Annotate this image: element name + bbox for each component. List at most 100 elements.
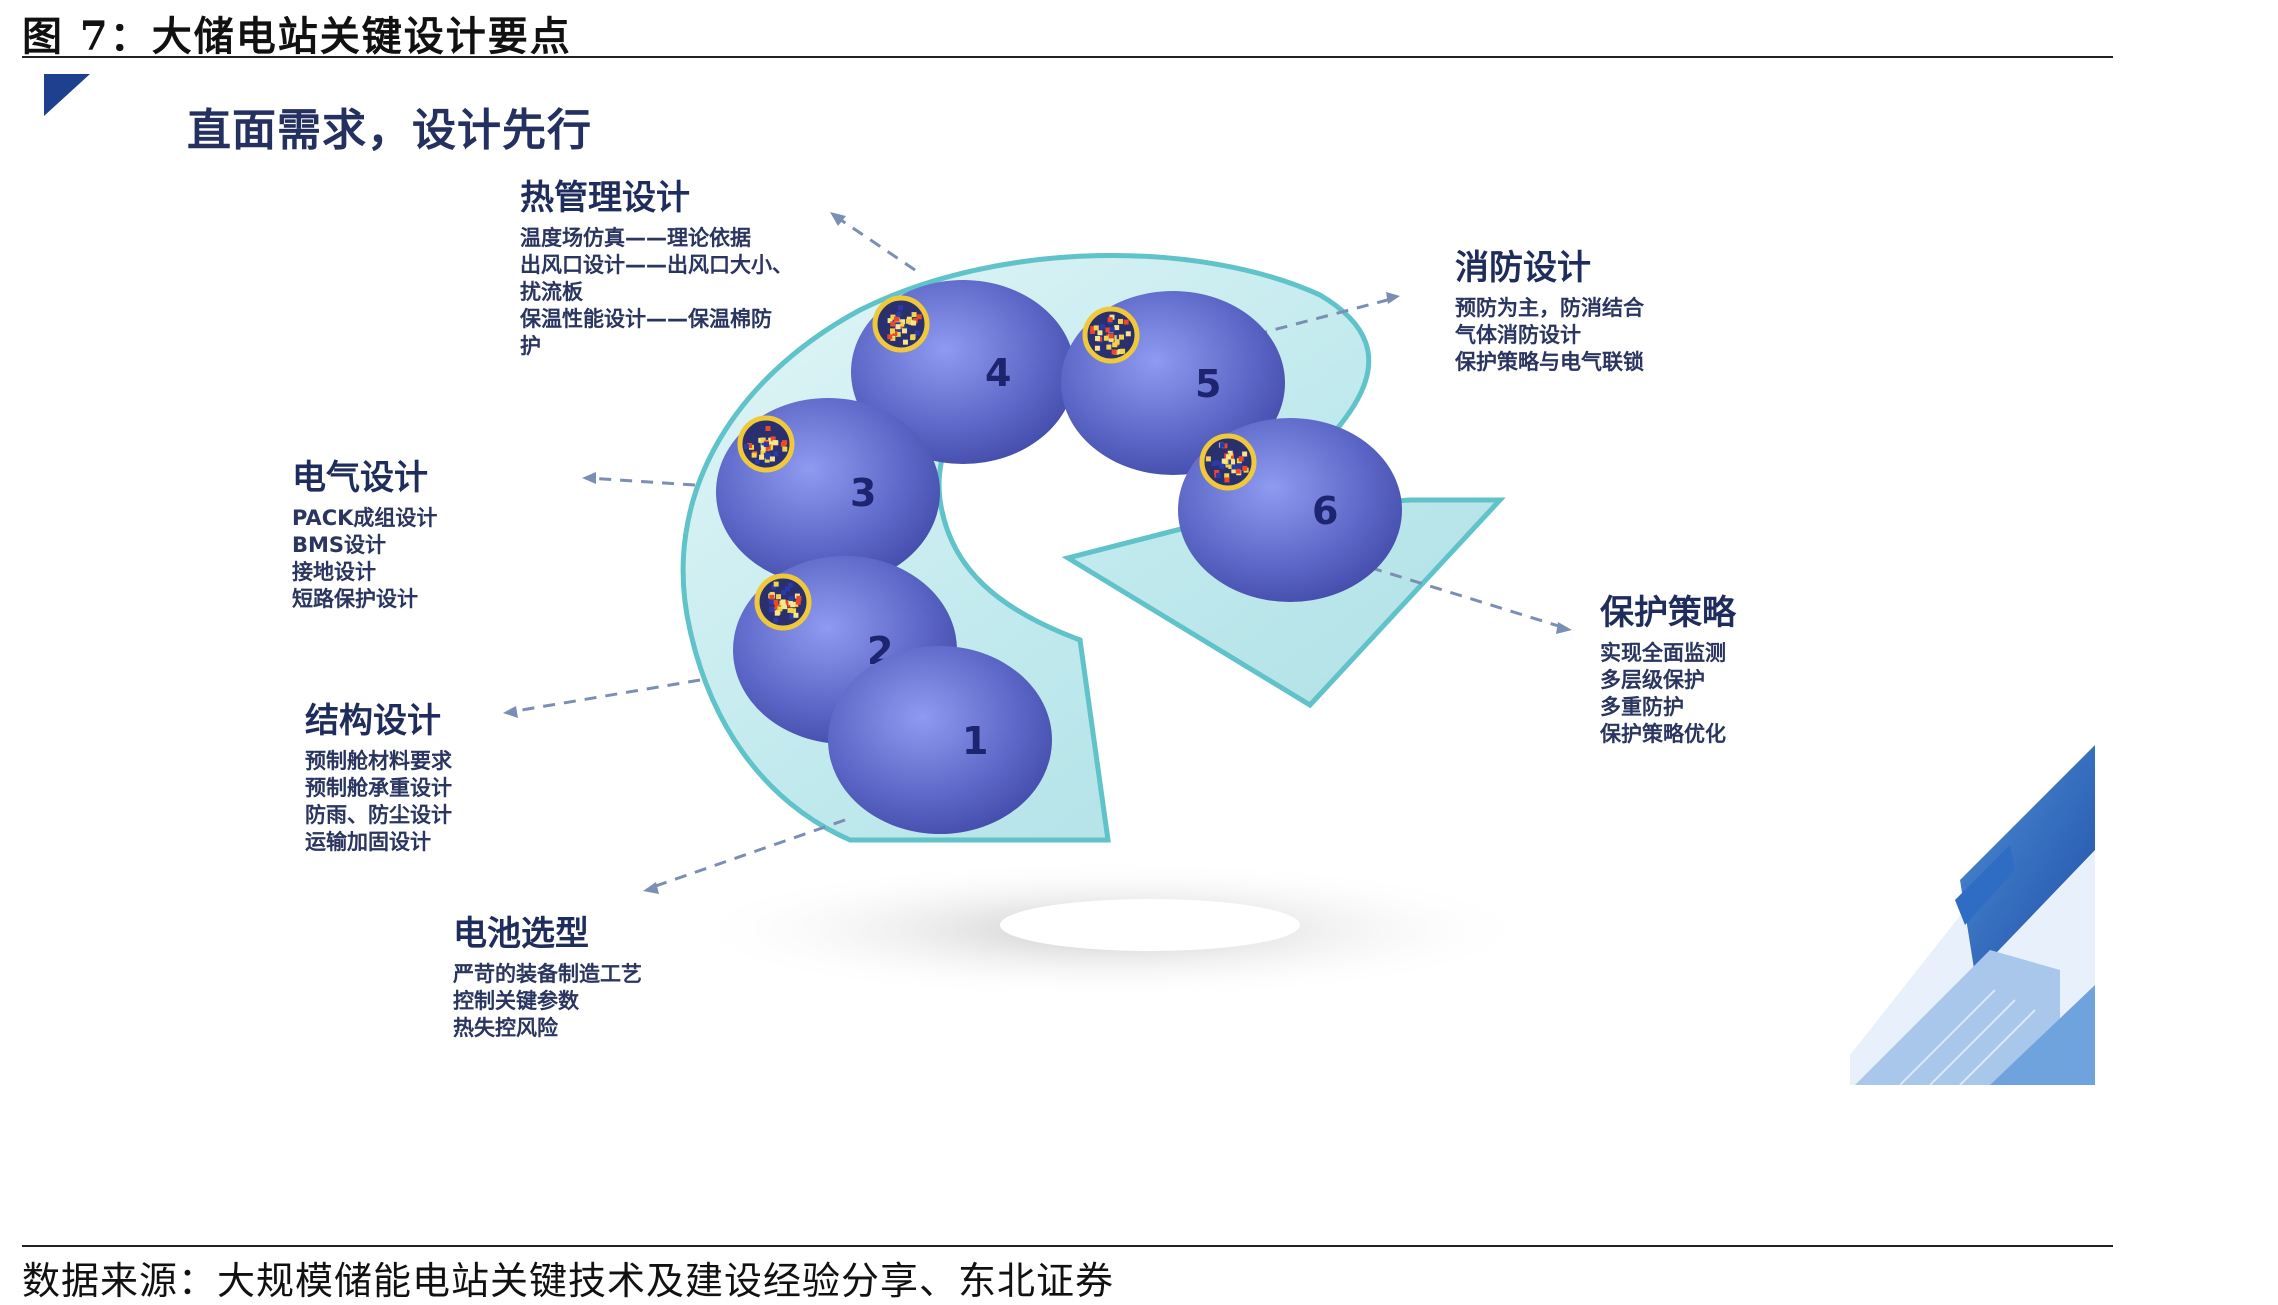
block-thermal: 热管理设计 温度场仿真——理论依据 出风口设计——出风口大小、 扰流板 保温性能… (520, 170, 793, 360)
texture-dot (755, 459, 760, 464)
texture-dot (896, 324, 901, 329)
block-electrical: 电气设计 PACK成组设计 BMS设计 接地设计 短路保护设计 (292, 450, 437, 613)
block-line: 实现全面监测 (1600, 640, 1736, 667)
texture-dot (896, 312, 901, 317)
texture-dot (1095, 336, 1100, 341)
texture-dot (1114, 325, 1119, 330)
block-line: 扰流板 (520, 279, 793, 306)
sphere-number: 4 (985, 351, 1011, 395)
texture-dot (1105, 327, 1110, 332)
block-line: 温度场仿真——理论依据 (520, 225, 793, 252)
block-line: 气体消防设计 (1455, 322, 1644, 349)
block-line: 多重防护 (1600, 694, 1736, 721)
sphere-number: 3 (850, 471, 876, 515)
texture-dot (1095, 346, 1100, 351)
texture-dot (766, 426, 771, 431)
block-line: BMS设计 (292, 532, 437, 559)
sphere-body (828, 646, 1052, 834)
texture-dot (790, 602, 795, 607)
texture-dot (1109, 333, 1114, 338)
texture-dot (902, 328, 907, 333)
texture-dot (781, 603, 786, 608)
texture-dot (887, 334, 892, 339)
block-line: 热失控风险 (453, 1015, 642, 1042)
texture-dot (1206, 456, 1211, 461)
texture-dot (769, 595, 774, 600)
building-decoration (1850, 745, 2095, 1085)
texture-dot (1126, 331, 1131, 336)
block-line: 保温性能设计——保温棉防 (520, 306, 793, 333)
block-line: 预制舱承重设计 (305, 775, 452, 802)
texture-dot (1094, 325, 1099, 330)
texture-dot (903, 340, 908, 345)
block-line: 保护策略优化 (1600, 721, 1736, 748)
texture-dot (774, 451, 779, 456)
texture-dot (789, 596, 794, 601)
texture-dot (775, 611, 780, 616)
texture-dot (1120, 349, 1125, 354)
texture-dot (1106, 345, 1111, 350)
texture-dot (898, 305, 903, 310)
texture-dot (1118, 319, 1123, 324)
texture-dot (1119, 335, 1124, 340)
texture-dot (788, 583, 793, 588)
texture-dot (906, 319, 911, 324)
texture-dot (770, 456, 775, 461)
texture-dot (773, 618, 778, 623)
texture-dot (744, 444, 749, 449)
block-line: 运输加固设计 (305, 829, 452, 856)
texture-dot (1216, 473, 1221, 478)
texture-dot (1224, 477, 1229, 482)
texture-dot (1220, 443, 1225, 448)
texture-dot (774, 582, 779, 587)
texture-dot (759, 455, 764, 460)
block-structure: 结构设计 预制舱材料要求 预制舱承重设计 防雨、防尘设计 运输加固设计 (305, 693, 452, 856)
block-title: 电气设计 (292, 450, 437, 499)
texture-dot (793, 613, 798, 618)
block-title: 保护策略 (1600, 585, 1736, 634)
block-line: 保护策略与电气联锁 (1455, 349, 1644, 376)
texture-dot (782, 440, 787, 445)
block-protection: 保护策略 实现全面监测 多层级保护 多重防护 保护策略优化 (1600, 585, 1736, 748)
block-battery: 电池选型 严苛的装备制造工艺 控制关键参数 热失控风险 (453, 906, 642, 1042)
texture-dot (1236, 463, 1241, 468)
block-line: 出风口设计——出风口大小、 (520, 252, 793, 279)
texture-dot (1222, 459, 1227, 464)
texture-dot (1100, 324, 1105, 329)
texture-dot (782, 447, 787, 452)
texture-dot (769, 599, 774, 604)
texture-dot (890, 328, 895, 333)
texture-dot (1239, 456, 1244, 461)
texture-dot (772, 440, 777, 445)
texture-dot (890, 321, 895, 326)
bottom-rule (22, 1245, 2113, 1247)
block-line: 严苛的装备制造工艺 (453, 961, 642, 988)
block-line: 多层级保护 (1600, 667, 1736, 694)
block-title: 结构设计 (305, 693, 452, 742)
sphere-1: 1 (828, 646, 1052, 834)
block-title: 消防设计 (1455, 240, 1644, 289)
block-line: 防雨、防尘设计 (305, 802, 452, 829)
block-line: 护 (520, 333, 793, 360)
texture-dot (769, 607, 774, 612)
texture-dot (766, 455, 771, 460)
sphere-6: 6 (1178, 418, 1402, 602)
texture-dot (1110, 327, 1115, 332)
block-title: 电池选型 (453, 906, 642, 955)
source-note: 数据来源：大规模储能电站关键技术及建设经验分享、东北证券 (22, 1250, 1114, 1305)
texture-dot (1226, 454, 1231, 459)
block-line: 短路保护设计 (292, 586, 437, 613)
texture-dot (912, 312, 917, 317)
texture-dot (787, 608, 792, 613)
block-fire: 消防设计 预防为主，防消结合 气体消防设计 保护策略与电气联锁 (1455, 240, 1644, 376)
texture-dot (894, 317, 899, 322)
sphere-number: 5 (1195, 362, 1221, 406)
texture-dot (910, 335, 915, 340)
texture-dot (1242, 466, 1247, 471)
texture-dot (764, 442, 769, 447)
block-line: 预制舱材料要求 (305, 748, 452, 775)
texture-dot (752, 453, 757, 458)
texture-dot (1112, 349, 1117, 354)
block-title: 热管理设计 (520, 170, 793, 219)
